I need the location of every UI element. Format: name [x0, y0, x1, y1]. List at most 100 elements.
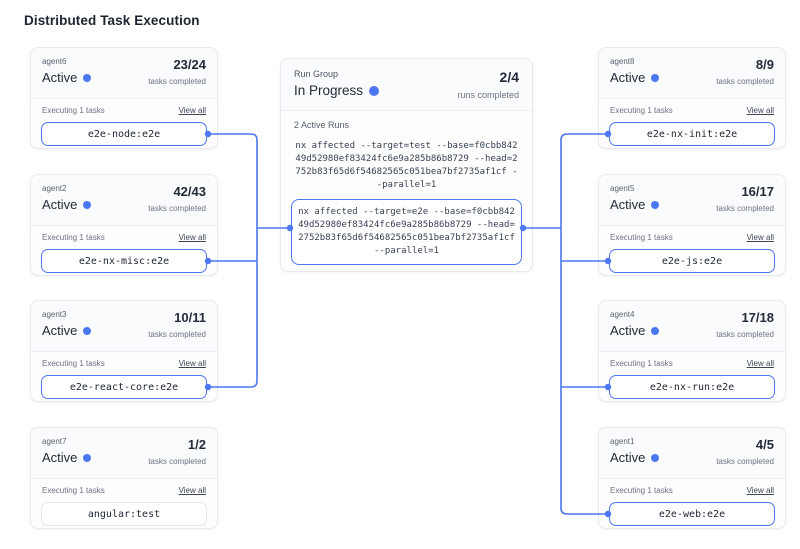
agent-card-header: agent8 Active 8/9 tasks completed: [599, 48, 785, 99]
runs-completed-caption: runs completed: [457, 90, 519, 100]
agent-status: Active: [42, 70, 78, 85]
agent-name: agent4: [610, 310, 635, 319]
view-all-link[interactable]: View all: [746, 106, 774, 115]
active-status-dot: [83, 73, 92, 82]
agent-identity: agent5 Active: [610, 184, 660, 212]
agent-progress: 17/18 tasks completed: [716, 310, 774, 339]
task-box[interactable]: e2e-react-core:e2e: [41, 375, 207, 399]
active-status-dot: [651, 453, 660, 462]
task-label: e2e-nx-misc:e2e: [78, 255, 170, 267]
agent-identity: agent6 Active: [42, 57, 92, 85]
task-box[interactable]: e2e-nx-init:e2e: [609, 122, 775, 146]
agent-identity: agent8 Active: [610, 57, 660, 85]
view-all-link[interactable]: View all: [178, 106, 206, 115]
agent-name: agent1: [610, 437, 635, 446]
agent-card-body: Executing 1 tasks View all e2e-js:e2e: [599, 226, 785, 273]
task-label: e2e-react-core:e2e: [69, 381, 179, 393]
agent-card-body: Executing 1 tasks View all e2e-node:e2e: [31, 99, 217, 146]
executing-label: Executing 1 tasks: [610, 233, 673, 242]
agent-card-body: Executing 1 tasks View all e2e-web:e2e: [599, 479, 785, 526]
agent-status: Active: [42, 323, 78, 338]
agent-status: Active: [610, 323, 646, 338]
agent-name: agent7: [42, 437, 67, 446]
executing-row: Executing 1 tasks View all: [610, 106, 774, 115]
agent-status-row: Active: [42, 450, 92, 465]
agent-card-body: Executing 1 tasks View all e2e-react-cor…: [31, 352, 217, 399]
agent-status-row: Active: [42, 197, 92, 212]
tasks-completed-caption: tasks completed: [148, 204, 206, 213]
agent-progress: 42/43 tasks completed: [148, 184, 206, 213]
executing-label: Executing 1 tasks: [610, 486, 673, 495]
view-all-link[interactable]: View all: [178, 359, 206, 368]
tasks-completed-caption: tasks completed: [148, 457, 206, 466]
task-label: e2e-node:e2e: [87, 128, 161, 140]
executing-label: Executing 1 tasks: [42, 486, 105, 495]
run-command[interactable]: nx affected --target=test --base=f0cbb84…: [295, 141, 518, 190]
agent-identity: agent2 Active: [42, 184, 92, 212]
run-group-body: 2 Active Runs nx affected --target=test …: [281, 111, 532, 265]
view-all-link[interactable]: View all: [746, 359, 774, 368]
executing-row: Executing 1 tasks View all: [610, 359, 774, 368]
agent-card-body: Executing 1 tasks View all e2e-nx-run:e2…: [599, 352, 785, 399]
agent-name: agent6: [42, 57, 67, 66]
agent-card-agent8: agent8 Active 8/9 tasks completed Execut…: [598, 47, 786, 149]
agent-status-row: Active: [610, 450, 660, 465]
tasks-count: 23/24: [173, 57, 206, 72]
agent-progress: 16/17 tasks completed: [716, 184, 774, 213]
agent-card-body: Executing 1 tasks View all angular:test: [31, 479, 217, 526]
run-command-highlighted[interactable]: nx affected --target=e2e --base=f0cbb842…: [291, 199, 522, 265]
executing-label: Executing 1 tasks: [42, 233, 105, 242]
agent-card-header: agent1 Active 4/5 tasks completed: [599, 428, 785, 479]
view-all-link[interactable]: View all: [746, 486, 774, 495]
executing-row: Executing 1 tasks View all: [610, 233, 774, 242]
view-all-link[interactable]: View all: [178, 486, 206, 495]
agent-card-header: agent3 Active 10/11 tasks completed: [31, 301, 217, 352]
agent-status-row: Active: [610, 197, 660, 212]
tasks-completed-caption: tasks completed: [716, 204, 774, 213]
tasks-completed-caption: tasks completed: [716, 457, 774, 466]
run-group-identity: Run Group In Progress: [294, 69, 380, 98]
agent-status: Active: [610, 450, 646, 465]
view-all-link[interactable]: View all: [178, 233, 206, 242]
agent-status-row: Active: [610, 323, 660, 338]
agent-card-agent6: agent6 Active 23/24 tasks completed Exec…: [30, 47, 218, 149]
runs-count: 2/4: [499, 69, 519, 85]
active-status-dot: [651, 326, 660, 335]
task-label: e2e-web:e2e: [658, 508, 726, 520]
agent-status-row: Active: [42, 70, 92, 85]
executing-label: Executing 1 tasks: [610, 359, 673, 368]
run-group-card: Run Group In Progress 2/4 runs completed…: [280, 58, 533, 272]
agent-identity: agent7 Active: [42, 437, 92, 465]
tasks-count: 16/17: [741, 184, 774, 199]
active-status-dot: [651, 200, 660, 209]
agent-card-header: agent2 Active 42/43 tasks completed: [31, 175, 217, 226]
in-progress-status-dot: [369, 85, 380, 96]
task-box[interactable]: e2e-nx-misc:e2e: [41, 249, 207, 273]
task-box[interactable]: e2e-web:e2e: [609, 502, 775, 526]
task-label: angular:test: [87, 508, 161, 520]
task-box[interactable]: angular:test: [41, 502, 207, 526]
tasks-count: 42/43: [173, 184, 206, 199]
tasks-count: 1/2: [187, 437, 206, 452]
agent-card-header: agent5 Active 16/17 tasks completed: [599, 175, 785, 226]
agent-card-agent5: agent5 Active 16/17 tasks completed Exec…: [598, 174, 786, 276]
task-box[interactable]: e2e-node:e2e: [41, 122, 207, 146]
active-status-dot: [83, 453, 92, 462]
run-group-status-row: In Progress: [294, 83, 380, 98]
agent-name: agent3: [42, 310, 67, 319]
run-group-progress: 2/4 runs completed: [457, 69, 519, 100]
agent-card-agent2: agent2 Active 42/43 tasks completed Exec…: [30, 174, 218, 276]
agent-progress: 1/2 tasks completed: [148, 437, 206, 466]
view-all-link[interactable]: View all: [746, 233, 774, 242]
run-group-label: Run Group: [294, 69, 339, 79]
active-runs-label: 2 Active Runs: [294, 120, 350, 130]
executing-row: Executing 1 tasks View all: [42, 486, 206, 495]
agent-card-header: agent4 Active 17/18 tasks completed: [599, 301, 785, 352]
agent-card-agent1: agent1 Active 4/5 tasks completed Execut…: [598, 427, 786, 529]
run-group-status: In Progress: [294, 83, 364, 98]
tasks-completed-caption: tasks completed: [716, 330, 774, 339]
agent-name: agent2: [42, 184, 67, 193]
task-box[interactable]: e2e-nx-run:e2e: [609, 375, 775, 399]
task-box[interactable]: e2e-js:e2e: [609, 249, 775, 273]
